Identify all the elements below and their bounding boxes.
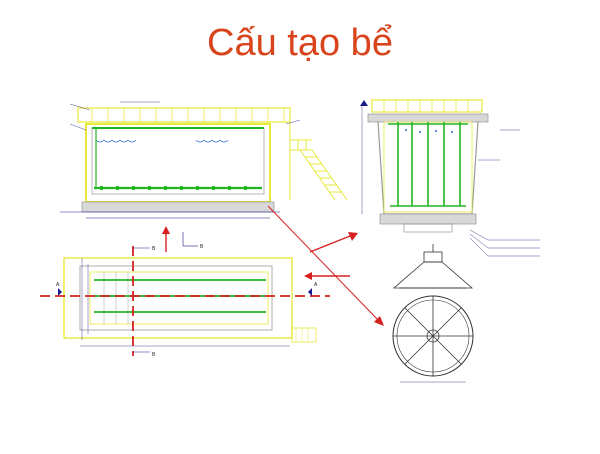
section-a-label-right: A [314,282,318,288]
section-b-marker-top: B [182,232,204,250]
section-b-label-upper: B [200,244,204,250]
connector-arrows [162,205,384,326]
section-b-label-bottom: B [152,352,156,358]
cross-section [360,99,540,257]
section-b-label-top: B [152,246,156,252]
diffuser-detail [392,244,474,383]
plan-view: A A B B [40,246,330,358]
page-title: Cấu tạo bể [207,22,393,64]
longitudinal-section [60,101,348,219]
section-a-label-left: A [56,282,60,288]
